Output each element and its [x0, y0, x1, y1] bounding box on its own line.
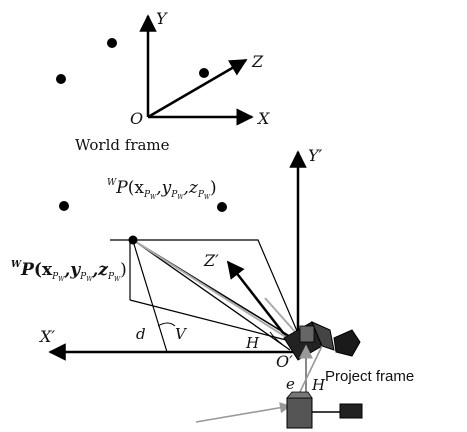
- world-x-label: X: [256, 109, 270, 128]
- point-left: [59, 201, 69, 211]
- project-y-label: Y′: [308, 146, 323, 165]
- world-y-label: Y: [156, 9, 168, 28]
- gray-arrow-left-up: [297, 345, 323, 397]
- world-z-axis: [147, 58, 248, 119]
- world-point-1: [107, 38, 117, 48]
- label-e: e: [286, 375, 295, 393]
- camera-device: [286, 391, 363, 429]
- ray-gray-1: [132, 239, 301, 347]
- point-label-2: WP(xPW,yPW,zPW): [11, 260, 127, 283]
- project-x-label: X′: [38, 327, 55, 346]
- world-frame-caption: World frame: [75, 136, 170, 154]
- world-point-3: [199, 68, 209, 78]
- label-V: V: [175, 325, 188, 343]
- project-z-label: Z′: [203, 251, 219, 270]
- ray-dark-2: [132, 239, 291, 351]
- project-frame-caption: Project frame: [325, 368, 414, 385]
- label-H-upper: H: [245, 334, 260, 352]
- plane-drop-line: [132, 240, 168, 353]
- world-z-label: Z: [251, 52, 264, 71]
- gray-arrow-bottom: [195, 402, 292, 423]
- point-right: [217, 202, 227, 212]
- label-H-lower: H: [311, 376, 326, 394]
- projection-plane: [110, 239, 301, 339]
- angle-arc-d: [157, 322, 176, 327]
- project-frame: Y′ X′ Z′ d V H O′: [38, 146, 414, 429]
- world-frame: Y Z X O World frame: [56, 9, 270, 154]
- marked-point: [128, 235, 138, 245]
- plane-bottom-edge: [129, 299, 287, 341]
- project-origin-label: O′: [276, 352, 293, 371]
- world-origin-label: O: [130, 109, 143, 128]
- angle-arc-h: [269, 331, 283, 345]
- point-label-1: WP(xPW,yPW,zPW): [107, 178, 217, 201]
- world-point-2: [56, 74, 66, 84]
- label-d: d: [136, 325, 146, 343]
